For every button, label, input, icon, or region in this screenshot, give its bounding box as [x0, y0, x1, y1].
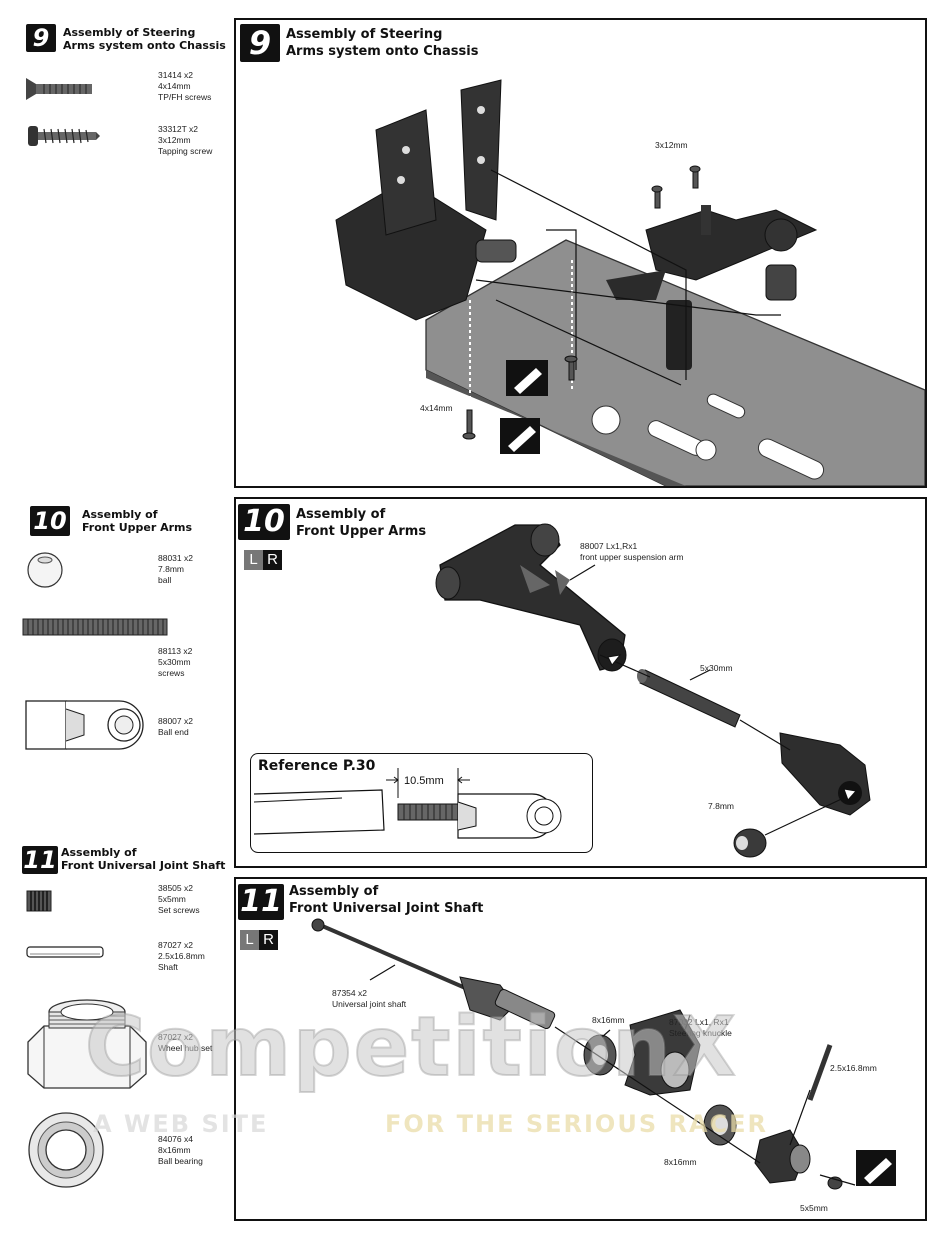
part-84076-label: 84076 x4 8x16mm Ball bearing — [158, 1134, 203, 1166]
step-11-number-badge: 11 — [22, 846, 58, 874]
tpfh-screw-icon — [26, 78, 92, 100]
step-10-diagram-badge: 10 — [238, 504, 290, 540]
step-11-callout-pin: 2.5x16.8mm — [830, 1063, 877, 1073]
reference-drawing — [253, 768, 562, 839]
step-9-diagram-frame — [234, 18, 927, 488]
step-9-number-badge: 9 — [26, 24, 56, 52]
part-88113-label: 88113 x2 5x30mm screws — [158, 646, 193, 678]
step-11-diagram-title: Assembly of Front Universal Joint Shaft — [289, 884, 484, 916]
step-10-number-badge: 10 — [30, 506, 70, 536]
pin-shaft-icon — [26, 946, 104, 958]
step-10-callout-arm: 88007 Lx1,Rx1 front upper suspension arm — [580, 541, 684, 562]
step-11-left-right-indicator: L R — [240, 930, 278, 950]
step-11-callout-bearing-top: 8x16mm — [592, 1015, 625, 1025]
part-31414-label: 31414 x2 4x14mm TP/FH screws — [158, 70, 212, 102]
watermark-tagline-left: A WEB SITE — [93, 1110, 269, 1138]
step-9-parts-title: Assembly of Steering Arms system onto Ch… — [63, 26, 226, 52]
watermark-logo: CompetitionX — [84, 999, 738, 1096]
step-10-callout-5x30mm: 5x30mm — [700, 663, 733, 673]
set-screw-icon — [26, 890, 52, 912]
step-10-left-right-indicator: L R — [244, 550, 282, 570]
watermark-tagline-right: FOR THE SERIOUS RACER — [385, 1110, 769, 1138]
threaded-rod-icon — [22, 618, 168, 636]
reference-title: Reference P.30 — [258, 758, 376, 774]
step-11-callout-knuckle: 87032 Lx1, Rx1 Steering knuckle — [669, 1017, 732, 1038]
ball-end-icon — [25, 700, 144, 750]
wheel-hub-icon — [27, 999, 147, 1089]
side-right-label: R — [263, 931, 274, 948]
step-10-diagram-frame — [234, 497, 927, 868]
part-87027-shaft-label: 87027 x2 2.5x16.8mm Shaft — [158, 940, 205, 972]
step-10-diagram-title: Assembly of Front Upper Arms — [296, 507, 427, 539]
universal-joint-illustration — [311, 918, 896, 1190]
steering-chassis-illustration — [335, 79, 925, 486]
step-10-parts-title: Assembly of Front Upper Arms — [82, 508, 193, 534]
step-11-diagram-badge: 11 — [238, 884, 284, 920]
reference-box — [250, 753, 593, 853]
step-11-diagram-frame — [234, 877, 927, 1221]
part-88007-label: 88007 x2 Ball end — [158, 716, 193, 737]
step-11-callout-bearing-bottom: 8x16mm — [664, 1157, 697, 1167]
step-9-diagram-title: Assembly of Steering Arms system onto Ch… — [286, 27, 479, 59]
step-11-callout-shaft: 87354 x2 Universal joint shaft — [332, 988, 407, 1009]
step-10-callout-7.8mm: 7.8mm — [708, 801, 734, 811]
step-11-callout-setscrew: 5x5mm — [800, 1203, 828, 1213]
step-11-parts-title: Assembly of Front Universal Joint Shaft — [61, 846, 226, 872]
tapping-screw-icon — [28, 126, 100, 146]
ball-bearing-icon — [28, 1112, 104, 1188]
step-9-diagram-badge: 9 — [240, 24, 280, 62]
upper-arm-illustration — [435, 523, 871, 858]
side-left-label: L — [240, 930, 259, 950]
step-9-callout-4x14mm: 4x14mm — [420, 403, 453, 413]
step-9-callout-3x12mm: 3x12mm — [655, 140, 688, 150]
part-88031-label: 88031 x2 7.8mm ball — [158, 553, 193, 585]
side-right-label: R — [267, 551, 278, 568]
side-left-label: L — [244, 550, 263, 570]
part-38505-label: 38505 x2 5x5mm Set screws — [158, 883, 200, 915]
part-87027-hub-label: 87027 x2 Wheel hub set — [158, 1032, 213, 1053]
reference-dimension: 10.5mm — [404, 775, 444, 787]
part-33312t-label: 33312T x2 3x12mm Tapping screw — [158, 124, 213, 156]
ball-icon — [27, 552, 63, 588]
